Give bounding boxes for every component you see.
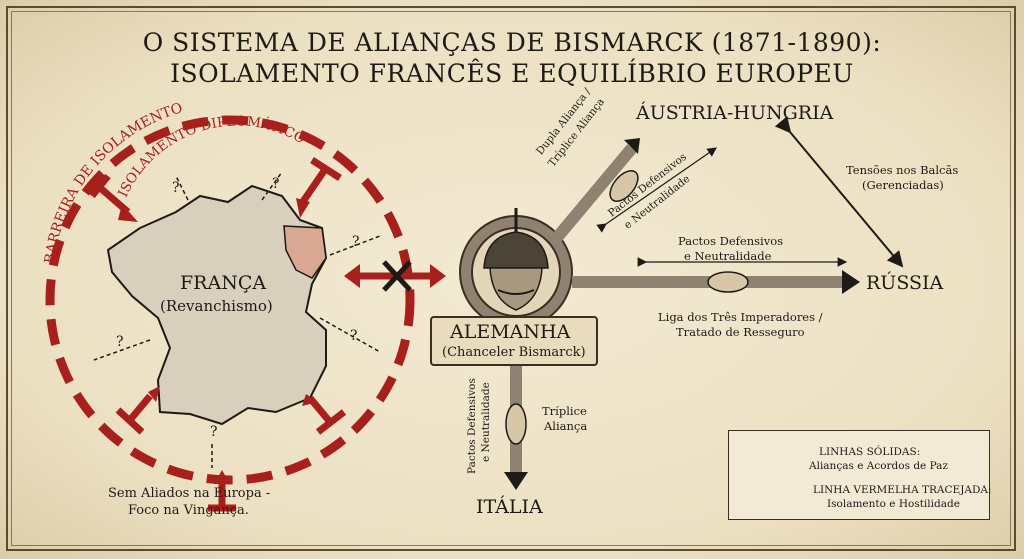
title-line-2: ISOLAMENTO FRANCÊS E EQUILÍBRIO EUROPEU [170, 59, 854, 88]
question-mark: ? [350, 328, 358, 344]
france-subtitle: (Revanchismo) [160, 297, 273, 315]
balkan-tension-line [774, 116, 904, 268]
france-note-line-2: Foco na Vingança. [128, 503, 249, 518]
title-line-1: O SISTEMA DE ALIANÇAS DE BISMARCK (1871-… [142, 28, 882, 57]
alsace-lorraine-region [283, 225, 327, 279]
barrier-arrowheads [118, 198, 318, 484]
question-mark: ? [172, 180, 180, 196]
austria-name: ÁUSTRIA-HUNGRIA [636, 102, 834, 124]
legend-dashed-title: LINHA VERMELHA TRACEJADA: [813, 484, 992, 496]
russia-league-line-2: Tratado de Resseguro [676, 325, 805, 339]
isolation-ring [45, 115, 415, 485]
germany-subtitle: (Chanceler Bismarck) [442, 345, 586, 360]
question-mark: ? [272, 176, 280, 192]
italy-pact-line-2: e Neutralidade [480, 382, 492, 462]
question-mark: ? [352, 234, 360, 250]
legend-solid-title: LINHAS SÓLIDAS: [819, 446, 921, 458]
legend-dashed-desc: Isolamento e Hostilidade [827, 498, 960, 510]
france-name: FRANÇA [180, 272, 267, 294]
italy-alliance-line-1: Tríplice [542, 404, 587, 418]
bismarck-portrait-icon [483, 208, 549, 311]
france-map [106, 184, 328, 426]
question-mark: ? [210, 424, 218, 440]
italy-name: ITÁLIA [476, 496, 543, 518]
balkans-line-1: Tensões nos Balcãs [846, 163, 959, 177]
russia-name: RÚSSIA [866, 272, 944, 294]
inner-frame [11, 11, 1011, 546]
legend-solid-desc: Alianças e Acordos de Paz [809, 460, 948, 472]
russia-pact-line-2: e Neutralidade [684, 249, 772, 263]
outer-frame [6, 6, 1016, 551]
france-note-line-1: Sem Aliados na Europa - [108, 486, 271, 501]
legend-box: LINHAS SÓLIDAS: Alianças e Acordos de Pa… [728, 430, 992, 520]
question-mark: ? [116, 334, 124, 350]
question-arrows [93, 171, 381, 468]
russia-pact-line-1: Pactos Defensivos [678, 234, 784, 248]
germany-name: ALEMANHA [450, 321, 571, 343]
germany-banner: ALEMANHA (Chanceler Bismarck) [430, 316, 598, 366]
italy-alliance-line-2: Aliança [544, 419, 588, 433]
russia-league-line-1: Liga dos Três Imperadores / [658, 310, 823, 324]
italy-pact-line-1: Pactos Defensivos [466, 378, 478, 474]
x-block-icon [382, 260, 412, 292]
balkans-line-2: (Gerenciadas) [862, 178, 944, 192]
